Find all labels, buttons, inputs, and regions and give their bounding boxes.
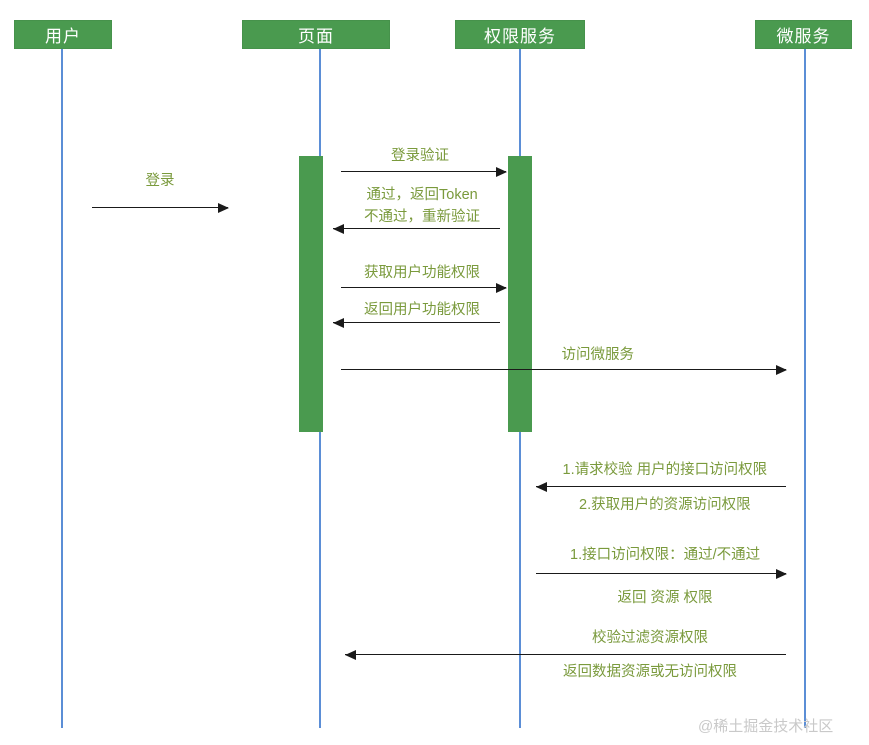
message-line-m2 (341, 171, 506, 172)
message-arrowhead-m2 (496, 167, 507, 177)
message-label-m4-1: 获取用户功能权限 (364, 265, 480, 281)
message-line-m9 (345, 654, 786, 655)
message-arrowhead-m9 (345, 650, 356, 660)
message-label-m7-2: 2.获取用户的资源访问权限 (579, 497, 751, 513)
participant-label-page: 页面 (298, 27, 334, 46)
lifeline-user (61, 49, 63, 728)
message-arrowhead-m3 (333, 224, 344, 234)
message-label-m9-1: 校验过滤资源权限 (592, 630, 708, 646)
message-label-m3-2: 不通过，重新验证 (364, 209, 480, 225)
message-label-m1-1: 登录 (145, 173, 175, 189)
message-line-m8 (536, 573, 786, 574)
page-activation (299, 156, 323, 432)
participant-box-user[interactable]: 用户 (14, 20, 112, 49)
message-line-m3 (333, 228, 500, 229)
message-line-m7 (536, 486, 786, 487)
message-line-m4 (341, 287, 506, 288)
participant-box-page[interactable]: 页面 (242, 20, 390, 49)
message-arrowhead-m1 (218, 203, 229, 213)
lifeline-service (804, 49, 806, 728)
message-label-m6-1: 访问微服务 (561, 347, 635, 363)
message-line-m6 (341, 369, 786, 370)
message-arrowhead-m5 (333, 318, 344, 328)
watermark: @稀土掘金技术社区 (698, 718, 834, 735)
message-arrowhead-m8 (776, 569, 787, 579)
message-label-m5-1: 返回用户功能权限 (364, 302, 480, 318)
message-label-m8-2: 返回 资源 权限 (617, 590, 713, 606)
message-arrowhead-m4 (496, 283, 507, 293)
message-label-m2-1: 登录验证 (391, 148, 449, 164)
message-label-m8-1: 1.接口访问权限：通过/不通过 (570, 547, 761, 563)
message-label-m9-2: 返回数据资源或无访问权限 (563, 664, 737, 680)
message-arrowhead-m7 (536, 482, 547, 492)
participant-label-service: 微服务 (776, 27, 831, 46)
participant-label-auth: 权限服务 (484, 27, 556, 46)
message-line-m1 (92, 207, 228, 208)
participant-box-auth[interactable]: 权限服务 (455, 20, 585, 49)
message-arrowhead-m6 (776, 365, 787, 375)
auth-activation (508, 156, 532, 432)
participant-box-service[interactable]: 微服务 (755, 20, 852, 49)
participant-label-user: 用户 (45, 27, 81, 46)
message-line-m5 (333, 322, 500, 323)
message-label-m3-1: 通过，返回Token (366, 187, 478, 203)
message-label-m7-1: 1.请求校验 用户的接口访问权限 (562, 462, 768, 478)
